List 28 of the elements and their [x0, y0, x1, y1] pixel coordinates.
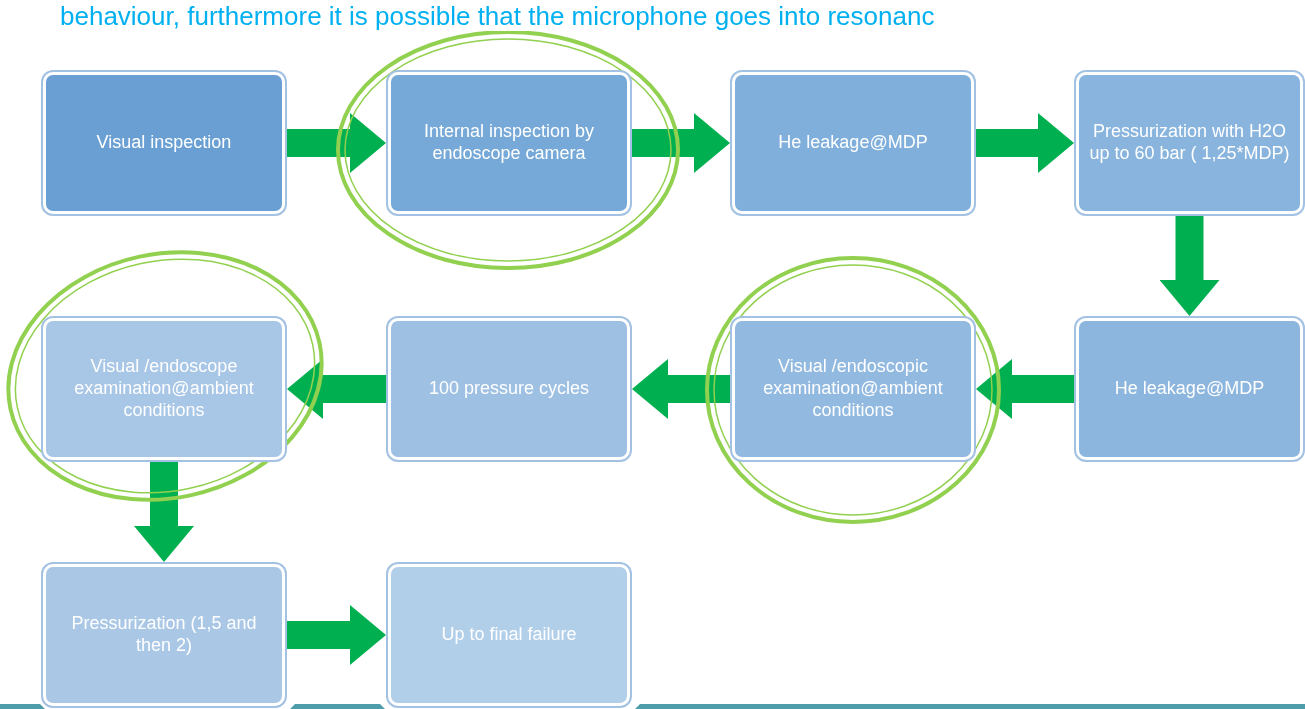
process-box — [732, 72, 974, 214]
block-arrow — [632, 359, 730, 419]
process-box — [1076, 72, 1303, 214]
process-box — [1076, 318, 1303, 460]
block-arrow — [134, 462, 194, 562]
process-box — [43, 564, 285, 706]
process-box — [388, 564, 630, 706]
block-arrow — [632, 113, 730, 173]
process-box — [732, 318, 974, 460]
step-text: Visual inspection — [96, 132, 232, 154]
step-text: He leakage@MDP — [1114, 378, 1265, 400]
block-arrow — [287, 359, 386, 419]
block-arrow — [287, 605, 386, 665]
step-text: Visual /endoscope examination@ambient conditions — [73, 356, 255, 422]
step-text: Visual /endoscopic examination@ambient conditions — [762, 356, 944, 422]
step-text: 100 pressure cycles — [428, 378, 590, 400]
step-text: Pressurization with H2O up to 60 bar ( 1,25*MDP) — [1088, 121, 1291, 165]
process-box — [388, 318, 630, 460]
process-box — [388, 72, 630, 214]
process-box — [43, 318, 285, 460]
step-text: Pressurization (1,5 and then 2) — [70, 613, 258, 657]
process-box — [43, 72, 285, 214]
block-arrow — [976, 113, 1074, 173]
step-text: Internal inspection by endoscope camera — [422, 121, 596, 165]
block-arrow — [976, 359, 1074, 419]
block-arrow — [1159, 216, 1220, 316]
step-text: Up to final failure — [441, 624, 577, 646]
step-text: He leakage@MDP — [778, 132, 928, 154]
